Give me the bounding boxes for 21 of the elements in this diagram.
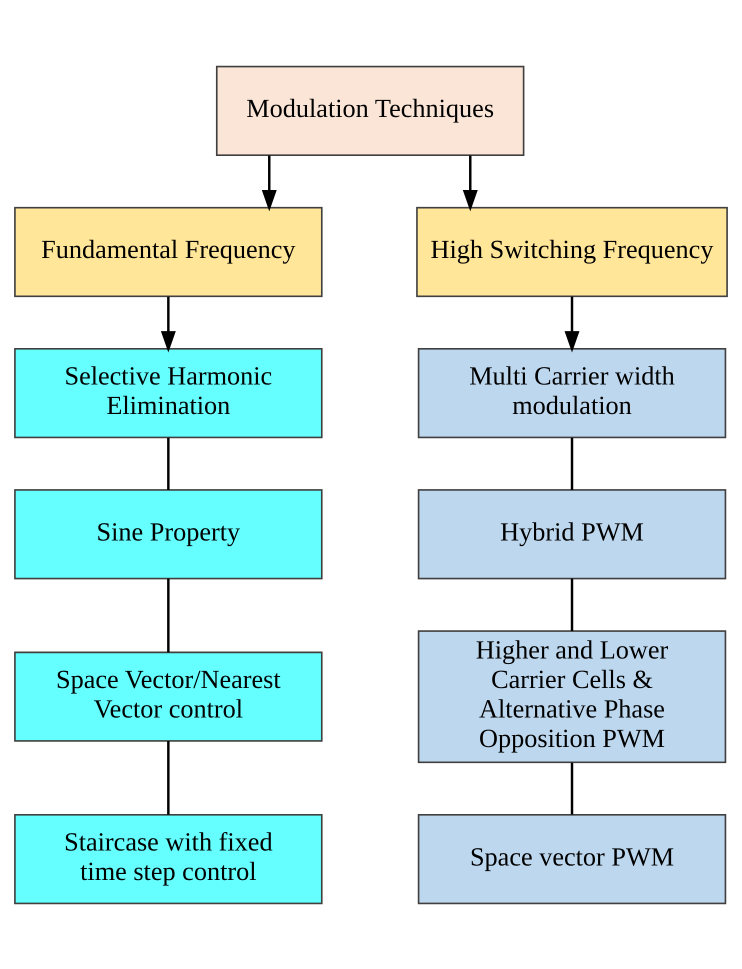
node-box: Staircase with fixed time step control <box>14 814 323 904</box>
connector <box>167 578 170 652</box>
connector <box>167 437 170 490</box>
node-box: Hybrid PWM <box>418 488 726 579</box>
connector <box>570 437 574 490</box>
node-box: Selective Harmonic Elimination <box>14 347 323 438</box>
node-box: Modulation Techniques <box>216 65 524 156</box>
node-box: Sine Property <box>14 488 323 579</box>
node-box: Higher and Lower Carrier Cells & Alternative Phase Opposition PWM <box>418 630 726 763</box>
arrow <box>564 296 580 352</box>
node-box: Space Vector/Nearest Vector control <box>14 651 323 742</box>
connector <box>570 762 574 814</box>
node-box: High Switching Frequency <box>416 206 728 297</box>
connector <box>167 740 170 814</box>
arrow <box>262 155 277 211</box>
arrow <box>462 155 478 211</box>
arrow <box>160 296 176 352</box>
connector <box>570 578 574 630</box>
node-box: Space vector PWM <box>418 814 726 904</box>
node-box: Fundamental Frequency <box>14 206 323 297</box>
node-box: Multi Carrier width modulation <box>418 347 726 438</box>
